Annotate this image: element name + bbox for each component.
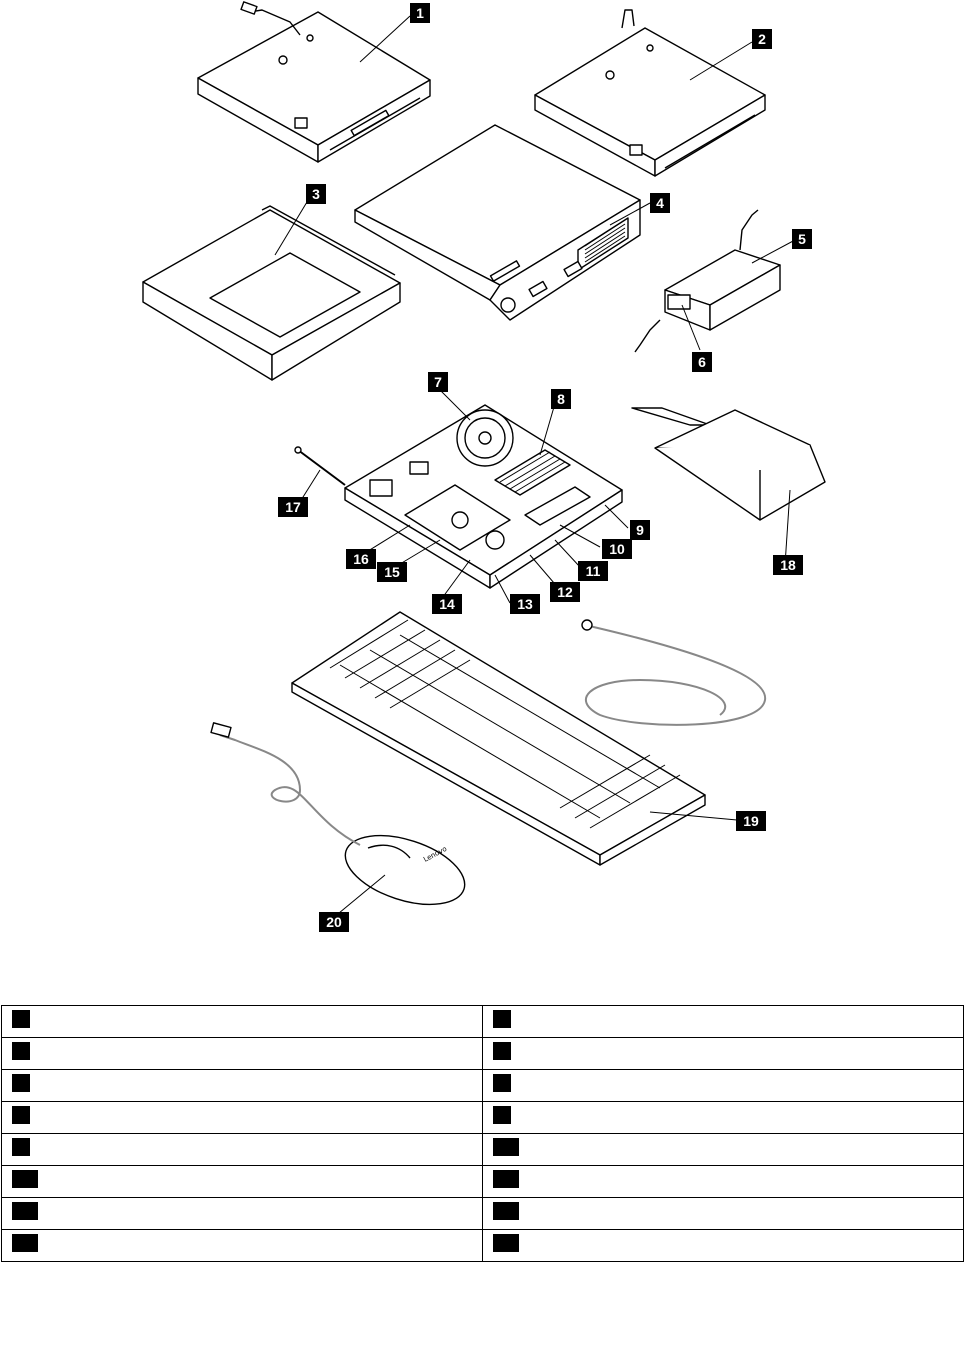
- table-row: [1, 1101, 964, 1134]
- table-row: [1, 1197, 964, 1230]
- legend-badge: [493, 1138, 519, 1156]
- legend-badge: [12, 1106, 30, 1124]
- legend-badge: [493, 1202, 519, 1220]
- legend-badge: [12, 1042, 30, 1060]
- legend-badge: [493, 1106, 511, 1124]
- mouse: Lenovo: [210, 722, 466, 906]
- callout-7: 7: [428, 372, 448, 392]
- legend-cell: [482, 1037, 964, 1070]
- callout-5: 5: [792, 229, 812, 249]
- callout-13: 13: [510, 594, 540, 614]
- table-row: [1, 1165, 964, 1198]
- parts-legend-table: [1, 1005, 964, 1262]
- legend-badge: [493, 1074, 511, 1092]
- vertical-stand: [631, 407, 826, 521]
- legend-cell: [482, 1229, 964, 1262]
- legend-badge: [12, 1170, 38, 1188]
- legend-badge: [12, 1138, 30, 1156]
- legend-cell: [482, 1005, 964, 1038]
- callout-8: 8: [551, 389, 571, 409]
- callout-4: 4: [650, 193, 670, 213]
- callout-6: 6: [692, 352, 712, 372]
- legend-badge: [493, 1234, 519, 1252]
- callout-12: 12: [550, 582, 580, 602]
- legend-cell: [1, 1197, 483, 1230]
- callout-15: 15: [377, 562, 407, 582]
- legend-cell: [1, 1133, 483, 1166]
- callout-1: 1: [410, 3, 430, 23]
- table-row: [1, 1069, 964, 1102]
- parts-exploded-diagram: Lenovo: [142, 1, 826, 919]
- legend-cell: [1, 1101, 483, 1134]
- callout-9: 9: [630, 520, 650, 540]
- legend-cell: [1, 1229, 483, 1262]
- callout-16: 16: [346, 549, 376, 569]
- optical-drive-enclosure-left: [197, 1, 431, 163]
- legend-cell: [1, 1005, 483, 1038]
- mounting-bracket: [142, 205, 401, 381]
- table-row: [1, 1005, 964, 1038]
- callout-19: 19: [736, 811, 766, 831]
- legend-cell: [482, 1069, 964, 1102]
- table-row: [1, 1133, 964, 1166]
- internal-assembly: [294, 404, 623, 589]
- table-row: [1, 1229, 964, 1262]
- computer-chassis: [354, 124, 641, 321]
- legend-badge: [12, 1202, 38, 1220]
- legend-cell: [482, 1197, 964, 1230]
- optical-drive-enclosure-right: [534, 9, 766, 177]
- legend-cell: [482, 1101, 964, 1134]
- callout-17: 17: [278, 497, 308, 517]
- legend-badge: [12, 1074, 30, 1092]
- keyboard: [291, 611, 767, 866]
- legend-cell: [482, 1133, 964, 1166]
- callout-11: 11: [578, 561, 608, 581]
- legend-cell: [1, 1165, 483, 1198]
- callout-3: 3: [306, 184, 326, 204]
- legend-cell: [1, 1037, 483, 1070]
- callout-18: 18: [773, 555, 803, 575]
- legend-badge: [493, 1010, 511, 1028]
- power-adapter: [634, 209, 781, 353]
- table-row: [1, 1037, 964, 1070]
- callout-14: 14: [432, 594, 462, 614]
- legend-badge: [493, 1170, 519, 1188]
- callout-10: 10: [602, 539, 632, 559]
- callout-20: 20: [319, 912, 349, 932]
- legend-badge: [12, 1234, 38, 1252]
- legend-badge: [493, 1042, 511, 1060]
- callout-2: 2: [752, 29, 772, 49]
- legend-cell: [482, 1165, 964, 1198]
- legend-badge: [12, 1010, 30, 1028]
- legend-cell: [1, 1069, 483, 1102]
